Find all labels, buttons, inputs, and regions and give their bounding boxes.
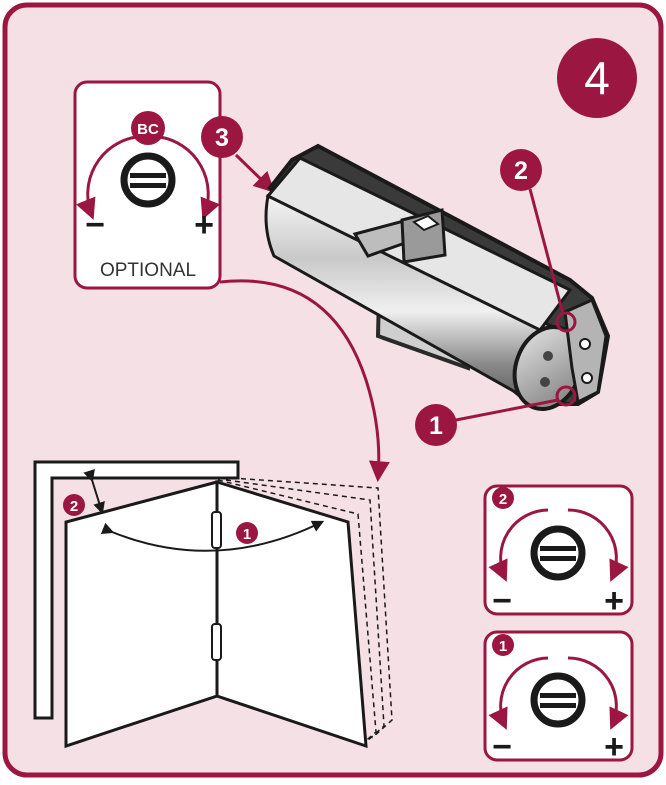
svg-text:1: 1: [499, 638, 507, 655]
double-door-icon: [33, 460, 393, 749]
plus-sign: +: [604, 728, 624, 766]
callout-1-leader: [455, 398, 559, 422]
door-callout-1: 1: [236, 522, 258, 544]
adjustment-screw-icon: [120, 152, 176, 208]
step-number-badge: 4: [557, 38, 637, 118]
optional-label: OPTIONAL: [100, 260, 196, 281]
callout-1: 1: [415, 404, 457, 446]
optional-connector-arrow: [219, 279, 390, 483]
door-closer-body: [264, 143, 611, 411]
plus-sign: +: [604, 582, 624, 620]
svg-text:2: 2: [499, 491, 507, 508]
step-number: 4: [584, 52, 610, 104]
callout-2: 2: [500, 149, 542, 191]
svg-text:3: 3: [215, 124, 229, 152]
rotation-arrow-icon: [75, 135, 137, 220]
door-callout-2: 2: [63, 494, 85, 516]
svg-text:2: 2: [70, 498, 78, 515]
svg-text:1: 1: [429, 412, 443, 440]
callout-2-leader: [528, 188, 565, 315]
optional-adjustment-box: BC − + OPTIONAL: [73, 80, 222, 290]
rotation-arrow-icon: [567, 656, 629, 730]
box-2-badge: 2: [492, 487, 514, 509]
svg-text:2: 2: [514, 157, 528, 185]
adjustment-screw-icon: [530, 672, 586, 728]
adjustment-box-1: 1 − +: [483, 630, 634, 766]
rotation-arrow-icon: [159, 135, 221, 220]
bc-badge: BC: [131, 111, 165, 145]
adjustment-box-2: 2 − +: [483, 484, 634, 620]
plus-sign: +: [194, 206, 214, 244]
box-1-badge: 1: [492, 634, 514, 656]
callout-3-arrow: [234, 153, 276, 193]
adjustment-screw-icon: [530, 525, 586, 581]
callout-3: 3: [201, 116, 243, 158]
minus-sign: −: [492, 582, 512, 620]
rotation-arrow-icon: [488, 508, 549, 582]
rotation-arrow-icon: [488, 656, 549, 730]
minus-sign: −: [492, 728, 512, 766]
svg-text:1: 1: [243, 526, 251, 543]
svg-text:BC: BC: [137, 121, 159, 138]
rotation-arrow-icon: [567, 508, 629, 582]
minus-sign: −: [85, 206, 105, 244]
